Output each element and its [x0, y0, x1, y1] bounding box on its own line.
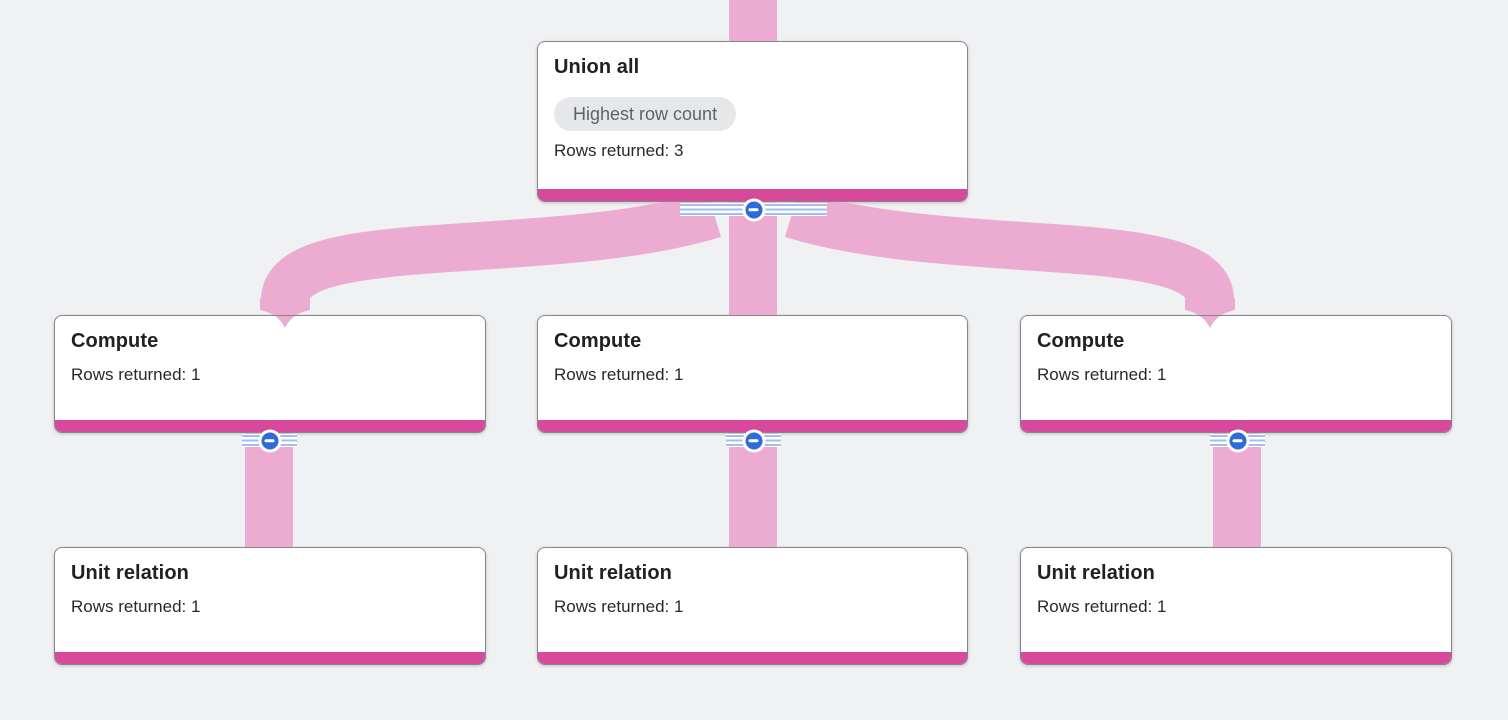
- highest-row-count-badge: Highest row count: [554, 97, 737, 131]
- node-title: Compute: [71, 330, 159, 352]
- minus-icon: [748, 439, 759, 442]
- node-title: Compute: [554, 330, 642, 352]
- node-accent-bar: [55, 420, 485, 432]
- node-background: [1020, 315, 1452, 433]
- node-background: [537, 547, 968, 665]
- node-title: Union all: [554, 56, 640, 78]
- node-accent-bar: [538, 420, 967, 432]
- node-accent-bar: [1021, 420, 1451, 432]
- edge-union-to-compute-3: [785, 191, 1234, 304]
- graph-node-compute-2[interactable]: Compute Rows returned: 1: [537, 315, 968, 433]
- edge-bundle-compute-3: [1210, 429, 1265, 452]
- minus-icon: [748, 208, 759, 211]
- graph-node-compute-1[interactable]: Compute Rows returned: 1: [54, 315, 486, 433]
- node-title: Unit relation: [1037, 562, 1155, 584]
- minus-icon: [264, 439, 275, 442]
- edge-bundle-compute-2: [726, 429, 781, 452]
- collapse-button-compute-3[interactable]: [1226, 429, 1249, 452]
- rows-returned-label: Rows returned: 1: [554, 597, 684, 616]
- rows-returned-label: Rows returned: 1: [1037, 365, 1167, 384]
- edge-bundle-union-all: [680, 198, 827, 221]
- edge-output-to-union: [729, 0, 777, 42]
- node-background: [54, 547, 486, 665]
- rows-returned-label: Rows returned: 3: [554, 141, 684, 160]
- node-background: [537, 315, 968, 433]
- node-title: Unit relation: [71, 562, 189, 584]
- edge-bundle-compute-1: [242, 429, 297, 452]
- rows-returned-label: Rows returned: 1: [71, 365, 201, 384]
- node-accent-bar: [538, 652, 967, 664]
- edge-union-to-compute-1: [261, 191, 721, 304]
- graph-node-unit-relation-1[interactable]: Unit relation Rows returned: 1: [54, 547, 486, 665]
- rows-returned-label: Rows returned: 1: [554, 365, 684, 384]
- collapse-button-union-all[interactable]: [742, 198, 765, 221]
- graph-node-union-all[interactable]: Union all Highest row count Rows returne…: [537, 41, 968, 202]
- rows-returned-label: Rows returned: 1: [71, 597, 201, 616]
- collapse-button-compute-1[interactable]: [258, 429, 281, 452]
- rows-returned-label: Rows returned: 1: [1037, 597, 1167, 616]
- graph-node-unit-relation-3[interactable]: Unit relation Rows returned: 1: [1020, 547, 1452, 665]
- collapse-button-compute-2[interactable]: [742, 429, 765, 452]
- node-title: Compute: [1037, 330, 1125, 352]
- node-background: [54, 315, 486, 433]
- graph-node-unit-relation-2[interactable]: Unit relation Rows returned: 1: [537, 547, 968, 665]
- graph-node-compute-3[interactable]: Compute Rows returned: 1: [1020, 315, 1452, 433]
- node-accent-bar: [1021, 652, 1451, 664]
- minus-icon: [1232, 439, 1243, 442]
- node-title: Unit relation: [554, 562, 672, 584]
- node-accent-bar: [55, 652, 485, 664]
- node-background: [1020, 547, 1452, 665]
